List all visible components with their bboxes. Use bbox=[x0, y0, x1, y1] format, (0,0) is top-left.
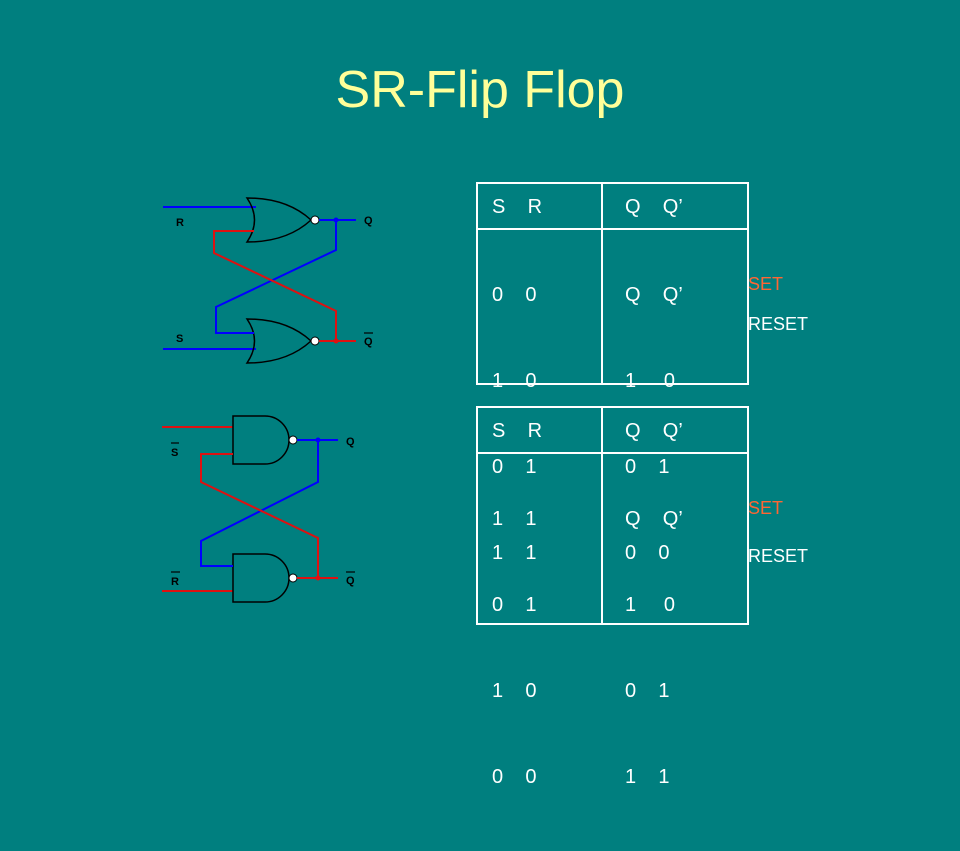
table-row: Q Q’ bbox=[625, 508, 683, 530]
table-row: 0 1 bbox=[625, 680, 670, 702]
nand-latch-diagram: S R Q Q bbox=[162, 415, 355, 603]
page-title: SR-Flip Flop bbox=[335, 61, 625, 119]
nor-gate-bottom bbox=[245, 318, 313, 364]
nand-qbar-feedback-wire bbox=[200, 453, 319, 578]
flip-flop-diagrams: R S Q Q S R Q Q bbox=[162, 197, 373, 603]
nand-label-q: Q bbox=[346, 436, 355, 448]
nor-gate-top-bubble bbox=[310, 215, 320, 225]
table-row: 0 0 bbox=[625, 542, 670, 564]
truth-table-nand-head-inputs: S R bbox=[492, 420, 543, 442]
set-label: SET bbox=[748, 274, 784, 294]
truth-table-nor-inputs: 0 0 1 0 0 1 1 1 bbox=[492, 237, 536, 627]
reset-label: RESET bbox=[748, 546, 809, 566]
truth-table-nor-outputs: Q Q’ 1 0 0 1 0 0 bbox=[625, 237, 683, 627]
truth-table-nand-inputs: 1 1 0 1 1 0 0 0 bbox=[492, 461, 536, 851]
nor-label-r: R bbox=[176, 217, 184, 229]
table-row: 1 0 bbox=[492, 680, 537, 702]
table-row: 1 0 bbox=[625, 370, 676, 392]
truth-table-nand: S R Q Q’ 1 1 0 1 1 0 0 0 Q Q’ 1 0 0 1 1 … bbox=[476, 406, 749, 788]
table-row: 0 1 bbox=[625, 456, 670, 478]
truth-table-nand-divider bbox=[601, 408, 603, 623]
nor-gate-bottom-bubble bbox=[310, 336, 320, 346]
nor-reset-annotation: RESET bbox=[748, 312, 808, 336]
nand-set-annotation: SET bbox=[748, 496, 783, 520]
truth-table-nand-header bbox=[478, 408, 747, 454]
nor-label-s: S bbox=[176, 333, 183, 345]
table-row: 0 0 bbox=[492, 766, 537, 788]
table-row: 1 0 bbox=[625, 594, 676, 616]
nor-q-feedback-wire bbox=[215, 220, 337, 334]
nor-qbar-feedback-wire bbox=[213, 230, 337, 341]
truth-table-nor-divider bbox=[601, 184, 603, 383]
truth-table-nand-outputs: Q Q’ 1 0 0 1 1 1 bbox=[625, 461, 683, 851]
nand-gate-top-bubble bbox=[288, 435, 298, 445]
truth-table-nor-header bbox=[478, 184, 747, 230]
nor-gate-top bbox=[245, 197, 313, 243]
nor-label-q: Q bbox=[364, 215, 373, 227]
table-row: 1 1 bbox=[492, 542, 537, 564]
nand-q-feedback-wire bbox=[200, 440, 319, 567]
nand-gate-top bbox=[232, 415, 290, 465]
table-row: Q Q’ bbox=[625, 284, 683, 306]
truth-table-nor-head-outputs: Q Q’ bbox=[625, 196, 683, 218]
reset-label: RESET bbox=[748, 314, 809, 334]
truth-table-nand-head-outputs: Q Q’ bbox=[625, 420, 683, 442]
table-row: 1 1 bbox=[492, 508, 537, 530]
nand-gate-bottom-bubble bbox=[288, 573, 298, 583]
truth-table-nor: S R Q Q’ 0 0 1 0 0 1 1 1 Q Q’ 1 0 0 1 0 … bbox=[476, 182, 749, 564]
nand-label-rbar: R bbox=[171, 576, 179, 588]
table-row: 0 0 bbox=[492, 284, 537, 306]
nand-label-qbar: Q bbox=[346, 575, 355, 587]
nor-latch-diagram: R S Q Q bbox=[163, 197, 373, 364]
nand-label-sbar: S bbox=[171, 447, 178, 459]
nand-reset-annotation: RESET bbox=[748, 544, 808, 568]
nor-label-qbar: Q bbox=[364, 336, 373, 348]
nor-set-annotation: SET bbox=[748, 272, 783, 296]
truth-table-nor-head-inputs: S R bbox=[492, 196, 543, 218]
set-label: SET bbox=[748, 498, 784, 518]
nand-gate-bottom bbox=[232, 553, 290, 603]
table-row: 0 1 bbox=[492, 594, 537, 616]
table-row: 1 0 bbox=[492, 370, 537, 392]
table-row: 1 1 bbox=[625, 766, 670, 788]
table-row: 0 1 bbox=[492, 456, 537, 478]
